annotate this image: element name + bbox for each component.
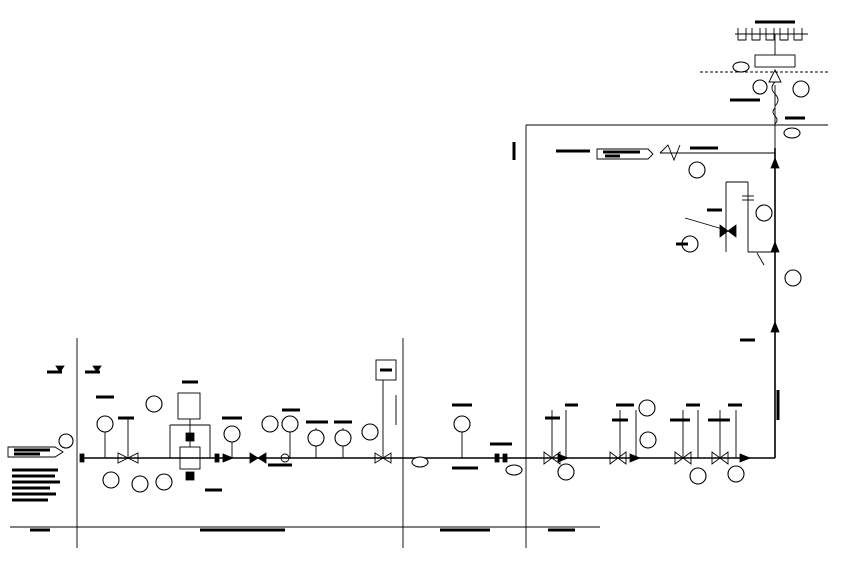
line-tag xyxy=(732,61,750,73)
flange-2 xyxy=(502,453,508,463)
instrument-bubble xyxy=(784,269,802,287)
burner-header-box xyxy=(754,54,796,68)
inlet-marker-1 xyxy=(55,365,65,373)
inlet-connection xyxy=(7,365,102,502)
switch-boxes xyxy=(375,142,780,425)
regulator-sense-line xyxy=(684,217,727,231)
instrument-bubbles xyxy=(58,79,810,493)
vent-assembly xyxy=(556,144,718,162)
valve-3 xyxy=(374,452,392,464)
flow-arrow-6 xyxy=(629,453,642,463)
flange-filter-out xyxy=(214,453,220,463)
flow-arrows xyxy=(222,156,780,463)
instrument-bubble xyxy=(727,465,745,483)
instrument-bubble xyxy=(755,204,773,222)
instrument-bubble xyxy=(58,433,74,449)
regulator-relief xyxy=(756,252,765,266)
instrument-bubble xyxy=(155,473,173,491)
flow-arrow-5 xyxy=(222,453,235,463)
burner-tips xyxy=(737,28,803,41)
filter-block-upper xyxy=(185,432,195,442)
tag-labels xyxy=(96,242,755,492)
flange-inlet xyxy=(79,453,85,463)
flow-arrow-1 xyxy=(770,320,780,333)
regulator-valve-right xyxy=(727,224,737,238)
valve-5 xyxy=(609,451,627,465)
instrument-bubble xyxy=(639,431,657,449)
inlet-arrow-box xyxy=(7,446,64,458)
valve-1 xyxy=(117,452,139,464)
line-tag xyxy=(505,464,523,476)
filter-skid xyxy=(169,380,211,481)
instrument-bubble xyxy=(638,399,656,417)
filter-block-lower xyxy=(185,471,195,481)
instrument-bubble xyxy=(145,395,163,413)
flow-arrow-3 xyxy=(770,156,780,169)
instrument-bubble xyxy=(223,425,241,443)
line-tag xyxy=(411,456,429,468)
instrument-bubble xyxy=(307,429,325,447)
instrument-bubble xyxy=(261,415,279,433)
valve-4 xyxy=(543,451,561,465)
instrument-bubble xyxy=(102,471,120,489)
flex-connector xyxy=(771,81,779,107)
flange-1 xyxy=(494,453,500,463)
valve-7 xyxy=(711,451,729,465)
section-boundaries xyxy=(10,71,828,548)
instrument-bubble xyxy=(688,161,706,179)
instrument-bubble xyxy=(131,475,149,493)
instrument-bubble xyxy=(792,80,810,98)
roof-burner-header xyxy=(730,20,808,125)
vent-zigzag xyxy=(659,144,681,162)
regulator-station xyxy=(707,195,765,266)
line-number-tags xyxy=(411,61,801,476)
valve-6 xyxy=(674,451,692,465)
flex-connector-2 xyxy=(772,107,778,125)
instrument-bubble xyxy=(361,423,379,441)
instrument-bubble xyxy=(752,79,768,95)
instrument-bubble xyxy=(689,467,707,485)
vent-label-box xyxy=(596,148,654,160)
process-lines xyxy=(83,85,776,459)
instrument-bubble xyxy=(281,415,299,433)
inlet-marker-2 xyxy=(92,365,102,373)
flow-arrow-2 xyxy=(770,240,780,253)
regulator-valve-left xyxy=(719,224,729,238)
main-line-valves xyxy=(79,451,729,465)
valve-2 xyxy=(249,452,267,464)
filter-top-box xyxy=(177,392,201,420)
flow-arrow-7 xyxy=(557,453,570,463)
instrument-bubble xyxy=(557,463,575,481)
switch-box-1 xyxy=(375,359,397,381)
instrument-bubble xyxy=(96,415,114,433)
flow-arrow-4 xyxy=(739,453,752,463)
instrument-bubble xyxy=(334,429,352,447)
line-tag xyxy=(783,127,801,139)
instrument-bubble xyxy=(453,415,471,433)
reducer-marker xyxy=(280,453,290,463)
